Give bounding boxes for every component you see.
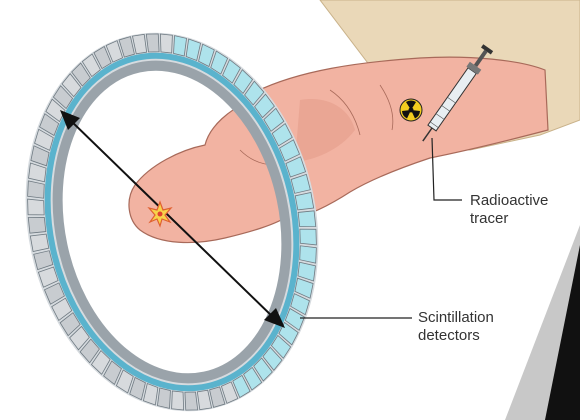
label-scintillation-detectors: Scintillation detectors [418, 309, 494, 345]
label-radioactive-tracer: Radioactive tracer [470, 192, 548, 228]
detector-block [27, 214, 48, 235]
detector-block [295, 192, 314, 211]
radiation-symbol-icon [400, 99, 422, 121]
detector-block [297, 209, 318, 230]
detector-block [30, 233, 49, 252]
